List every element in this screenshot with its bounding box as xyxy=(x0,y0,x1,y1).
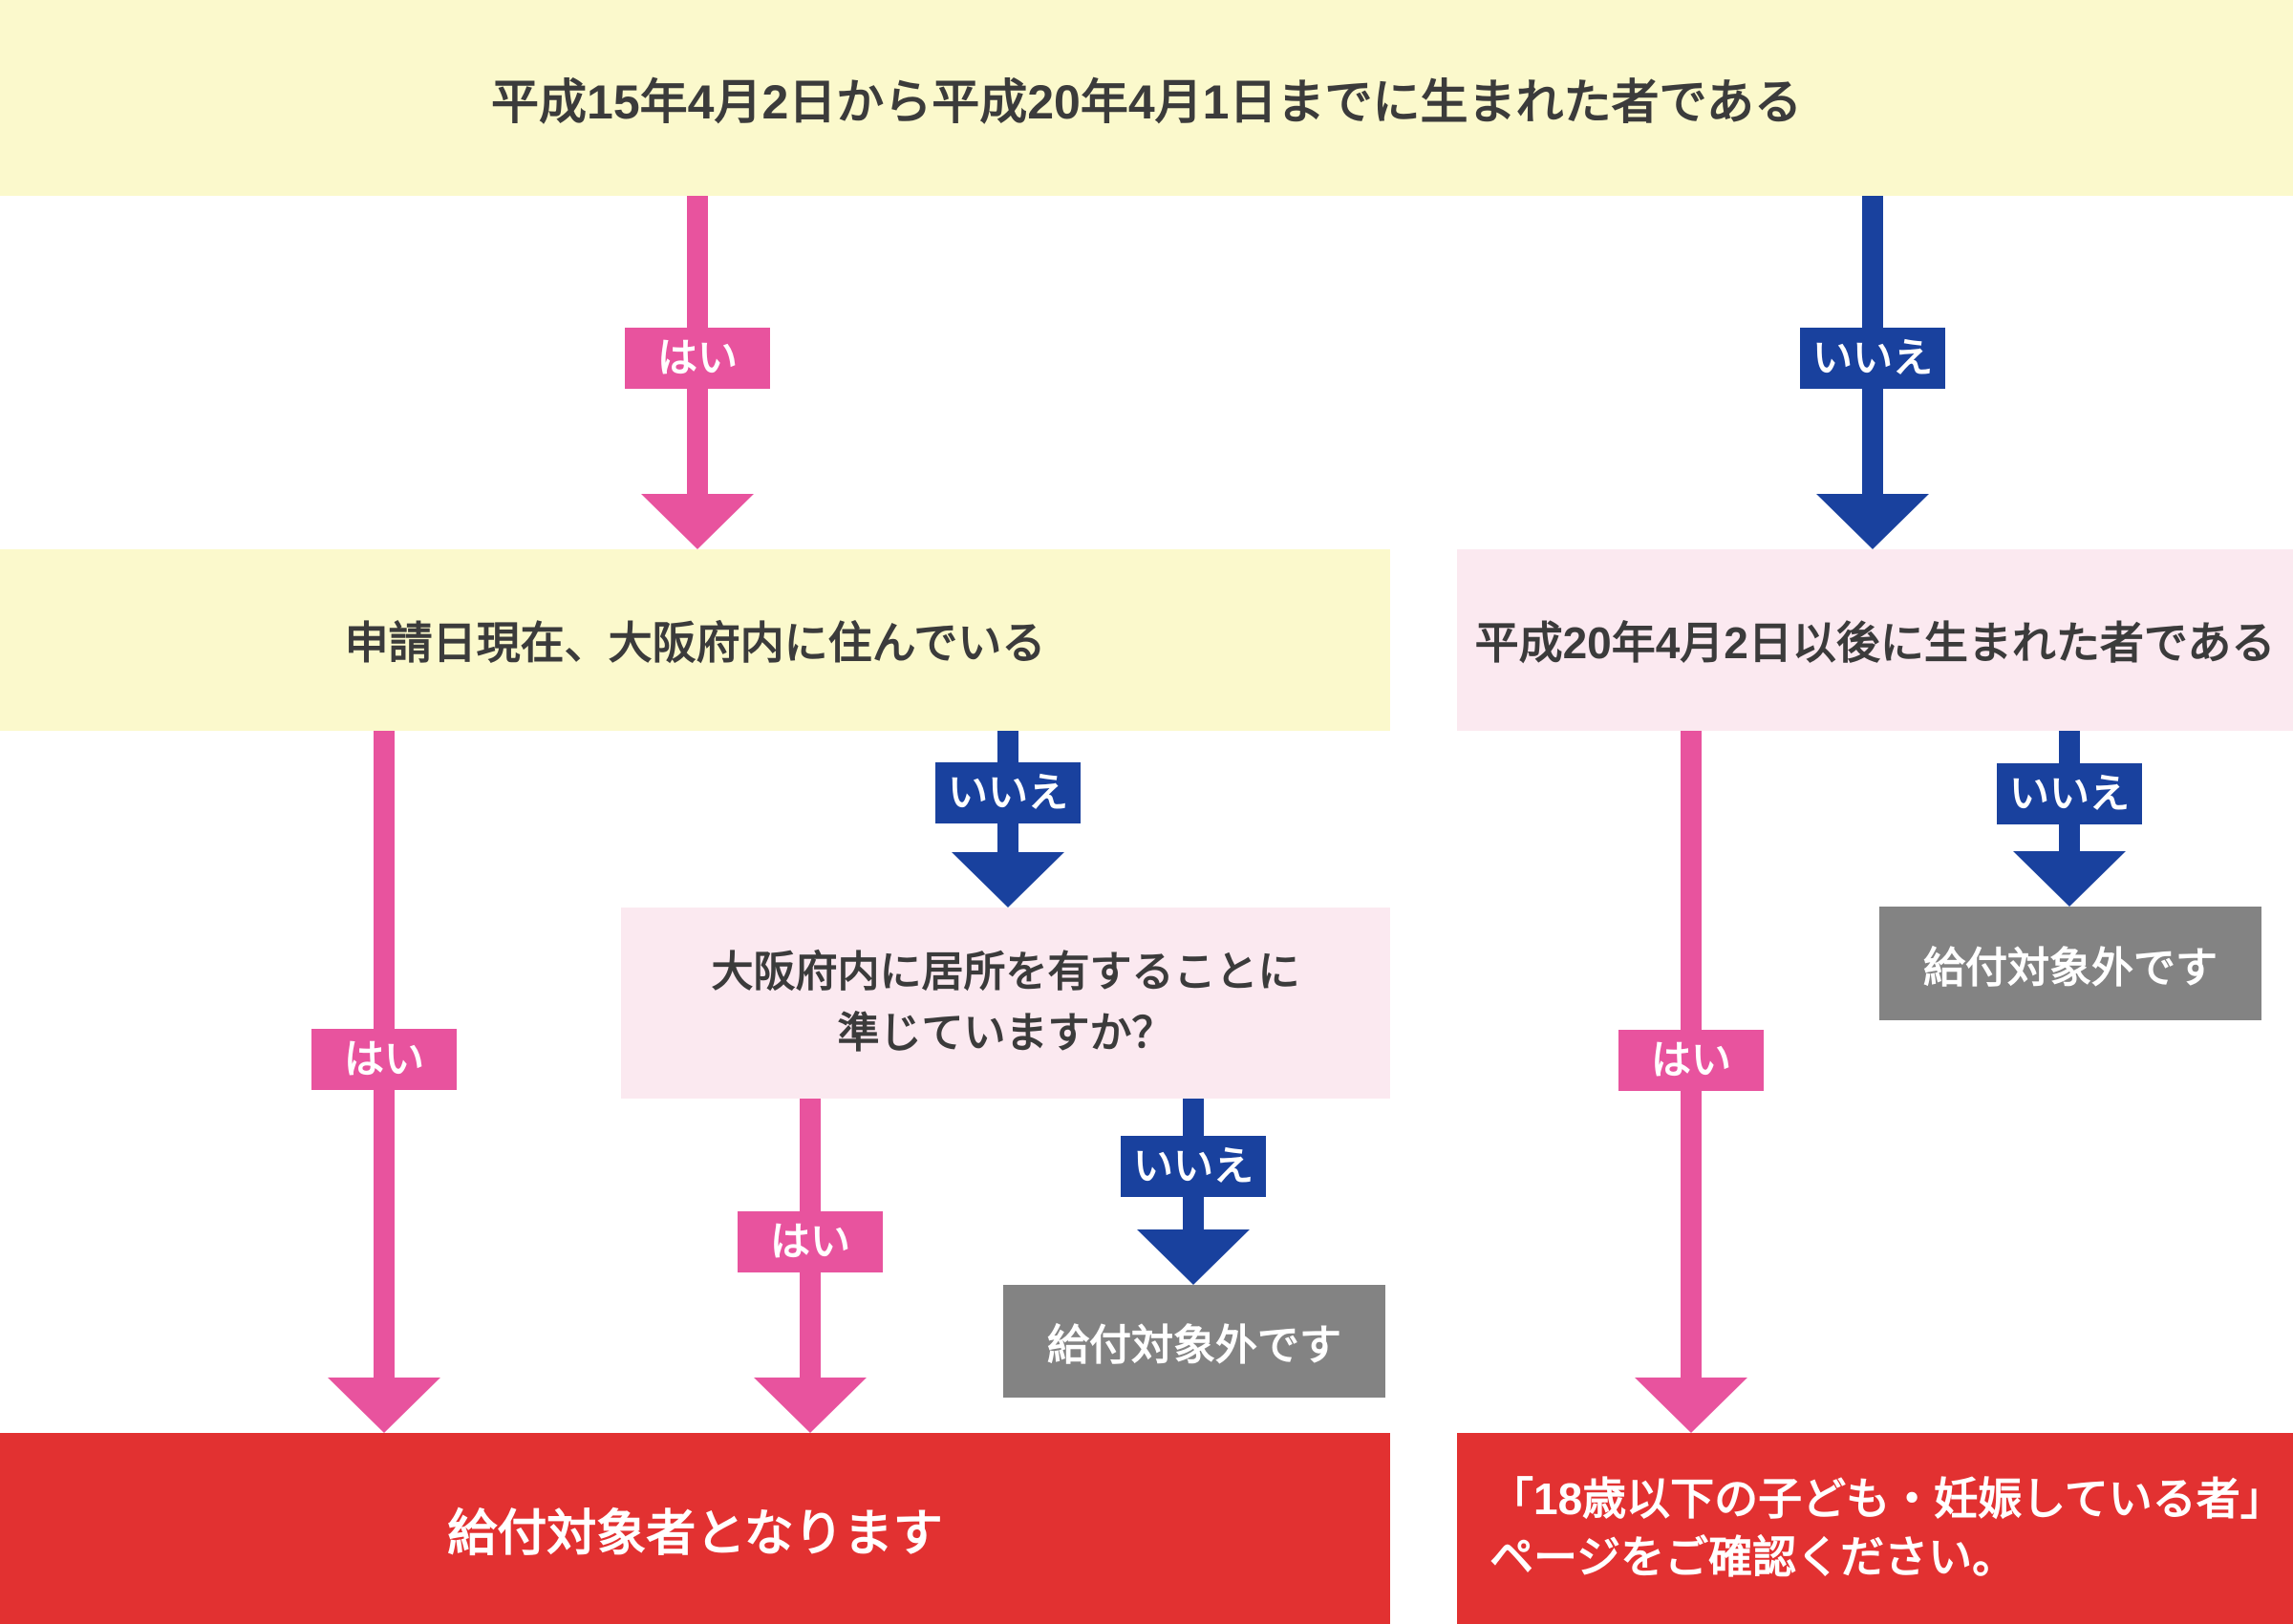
result-see-other-page-line1: 「18歳以下の子ども・妊娠している者」 xyxy=(1489,1474,2284,1525)
no-label: いいえ xyxy=(1997,763,2142,824)
no-label: いいえ xyxy=(1121,1136,1266,1197)
result-eligible-box: 給付対象者となります xyxy=(0,1433,1390,1624)
question-born-after-box: 平成20年4月2日以後に生まれた者である xyxy=(1457,549,2293,731)
yes-arrow-top-left: はい xyxy=(625,196,770,549)
no-label: いいえ xyxy=(935,762,1081,823)
no-label: いいえ xyxy=(1800,328,1945,389)
arrow-head-icon xyxy=(1816,494,1929,549)
result-eligible-text: 給付対象者となります xyxy=(447,1506,943,1562)
result-see-other-page-line2: ページをご確認ください。 xyxy=(1489,1532,2017,1582)
arrow-head-icon xyxy=(952,852,1064,908)
arrow-head-icon xyxy=(328,1378,440,1433)
no-arrow-to-residence: いいえ xyxy=(935,731,1081,908)
yes-label: はい xyxy=(738,1211,883,1272)
arrow-head-icon xyxy=(1137,1229,1250,1285)
no-arrow-right-short: いいえ xyxy=(1997,731,2142,907)
question-residence-line2: 準じていますか？ xyxy=(837,1010,1174,1057)
arrow-head-icon xyxy=(2013,851,2126,907)
result-see-other-page-box: 「18歳以下の子ども・妊娠している者」 ページをご確認ください。 xyxy=(1457,1433,2293,1624)
yes-arrow-left-long: はい xyxy=(311,731,457,1433)
result-not-eligible-text: 給付対象外です xyxy=(1923,944,2218,992)
question-residence-box: 大阪府内に居所を有することに 準じていますか？ xyxy=(621,908,1390,1099)
question-live-in-osaka-text: 申請日現在、大阪府内に住んでいる xyxy=(344,618,1046,668)
yes-arrow-right-long: はい xyxy=(1618,731,1764,1433)
no-arrow-from-residence: いいえ xyxy=(1121,1099,1266,1285)
question-residence-line1: 大阪府内に居所を有することに xyxy=(711,949,1300,996)
yes-label: はい xyxy=(1618,1030,1764,1091)
question-birth-range-box: 平成15年4月2日から平成20年4月1日までに生まれた者である xyxy=(0,0,2293,196)
question-born-after-text: 平成20年4月2日以後に生まれた者である xyxy=(1474,618,2276,668)
question-live-in-osaka-box: 申請日現在、大阪府内に住んでいる xyxy=(0,549,1390,731)
arrow-head-icon xyxy=(1635,1378,1747,1433)
question-birth-range-text: 平成15年4月2日から平成20年4月1日までに生まれた者である xyxy=(491,75,1802,129)
arrow-head-icon xyxy=(754,1378,867,1433)
yes-arrow-from-residence: はい xyxy=(738,1099,883,1433)
result-not-eligible-text: 給付対象外です xyxy=(1047,1322,1341,1369)
no-arrow-top-right: いいえ xyxy=(1800,196,1945,549)
result-not-eligible-right-box: 給付対象外です xyxy=(1879,907,2261,1020)
yes-label: はい xyxy=(625,328,770,389)
yes-label: はい xyxy=(311,1029,457,1090)
arrow-head-icon xyxy=(641,494,754,549)
result-not-eligible-left-box: 給付対象外です xyxy=(1003,1285,1385,1398)
